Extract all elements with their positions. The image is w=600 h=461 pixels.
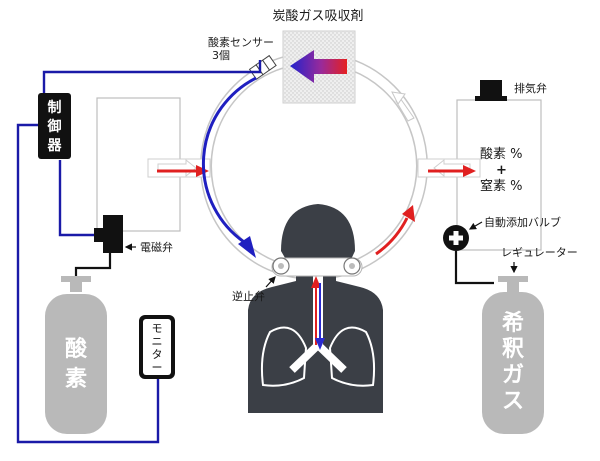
check-valve-pointer [265, 276, 276, 288]
gas-lines [74, 251, 494, 285]
oxygen-percent-label: 酸素 % [480, 147, 523, 162]
monitor-label-2: ニ [152, 335, 163, 348]
exhaust-valve-label: 排気弁 [514, 81, 547, 95]
auto-add-pointer [468, 221, 483, 230]
right-tube [417, 158, 481, 178]
controller-label-1: 制 [48, 99, 62, 116]
diluent-tank-label-3: ガ [502, 363, 524, 388]
oxygen-tank-label-2: 素 [65, 366, 87, 392]
right-check-valve [343, 257, 361, 275]
oxygen-tank-label-1: 酸 [65, 337, 88, 362]
lungs [260, 326, 376, 387]
co2-absorber-label: 炭酸ガス吸収剤 [272, 8, 363, 24]
check-valve-label: 逆止弁 [232, 289, 265, 303]
controller-label-3: 器 [47, 138, 63, 154]
nitrogen-percent-label: 窒素 % [480, 178, 523, 194]
solenoid-valve-label: 電磁弁 [140, 240, 173, 254]
diluent-tank-label-1: 希 [502, 310, 524, 336]
trachea [289, 270, 347, 373]
inhale-arrow [311, 276, 321, 345]
control-wiring [16, 60, 262, 444]
gray-loop-arrow [391, 91, 415, 122]
diluent-tank-label-4: ス [502, 389, 524, 414]
plus-sign: + [496, 163, 507, 178]
monitor-label-3: タ [152, 348, 163, 361]
co2-absorber [282, 30, 356, 104]
left-check-valve [272, 257, 290, 275]
oxygen-sensor-count: 3個 [212, 49, 230, 62]
right-red-flow-arrow [428, 165, 476, 177]
monitor-label-4: ー [152, 361, 163, 374]
diluent-tank-label-2: 釈 [502, 337, 525, 362]
exhaust-valve [475, 80, 507, 101]
auto-add-valve [443, 225, 469, 251]
regulator-label: レギュレーター [501, 246, 578, 259]
monitor-label-1: モ [152, 322, 163, 335]
red-flow-arc-arrow [375, 205, 415, 256]
controller-label-2: 御 [47, 118, 62, 135]
diluent-tank [482, 276, 544, 434]
controller [38, 93, 71, 159]
auto-add-valve-label: 自動添加バルブ [484, 215, 561, 229]
solenoid-valve [94, 215, 123, 253]
oxygen-tank [45, 276, 107, 434]
monitor [139, 315, 175, 379]
mouthpiece-tube [271, 257, 363, 277]
blue-flow-arrow [201, 76, 257, 258]
exhale-arrow [315, 283, 325, 350]
oxygen-sensor-label: 酸素センサー [208, 35, 274, 49]
